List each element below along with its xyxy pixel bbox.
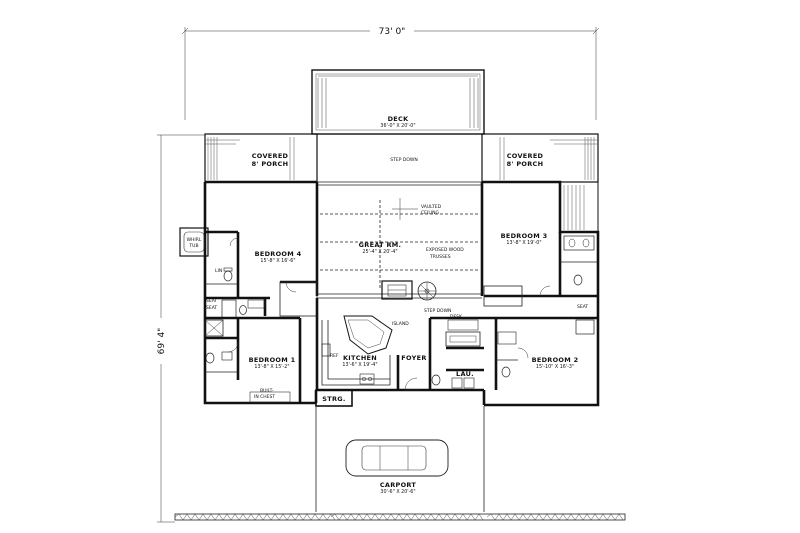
vaulted-line2: CEILING xyxy=(421,210,440,216)
kitchen: REF ISLAND KITCHEN 13'-6" X 19'-4" xyxy=(315,298,409,390)
vaulted-line1: VAULTED xyxy=(421,204,442,210)
foyer-label: FOYER xyxy=(401,354,426,362)
deck-label: DECK xyxy=(388,115,410,123)
tub-line1: WHIRL xyxy=(187,237,202,243)
porch-right-line2: 8' PORCH xyxy=(507,160,544,168)
ref-label: REF xyxy=(330,353,339,359)
great-room: VAULTED CEILING GREAT RM. 25'-4" X 20'-4… xyxy=(315,182,484,301)
exterior-walls xyxy=(203,180,600,407)
step-down-mid: STEP DOWN xyxy=(424,308,451,314)
seat-left2-label: SEAT xyxy=(206,298,217,304)
strg-label: STRG. xyxy=(322,395,345,403)
kitchen-island xyxy=(343,315,393,355)
bath-right: SEAT xyxy=(484,235,598,335)
bedroom-1: BEDROOM 1 13'-8" X 15'-2" BUILT- IN CHES… xyxy=(205,318,302,403)
foyer: FOYER STEP DOWN xyxy=(396,308,451,391)
bedroom-1-label: BEDROOM 1 xyxy=(249,356,296,364)
carport-size: 30'-6" X 20'-6" xyxy=(380,489,415,495)
porch-right-side xyxy=(559,181,599,233)
tub-line2: TUB xyxy=(188,243,198,249)
seat-right-label: SEAT xyxy=(577,304,588,310)
built-in-line1: BUILT- xyxy=(260,388,274,394)
kitchen-size: 13'-6" X 19'-4" xyxy=(342,362,377,368)
kitchen-label: KITCHEN xyxy=(343,354,377,362)
great-room-size: 25'-4" X 20'-4" xyxy=(362,249,397,255)
bedroom-2: BEDROOM 2 15'-10" X 16'-3" xyxy=(494,318,579,390)
storage: STRG. xyxy=(315,389,353,407)
trusses-line1: EXPOSED WOOD xyxy=(426,247,464,253)
deck-size: 36'-0" X 20'-0" xyxy=(380,123,415,129)
width-dimension-label: 73' 0" xyxy=(379,27,406,37)
deck: DECK 36'-0" X 20'-0" xyxy=(311,69,485,135)
depth-dimension-label: 69' 4" xyxy=(157,328,167,355)
bedroom-2-size: 15'-10" X 16'-3" xyxy=(536,364,574,370)
carport-label: CARPORT xyxy=(380,481,417,489)
step-down-top: STEP DOWN xyxy=(390,157,417,163)
lau-label: LAU. xyxy=(456,370,474,378)
bedroom-3-size: 13'-8" X 19'-0" xyxy=(506,240,541,246)
ground-line xyxy=(174,513,626,521)
spiral-stair xyxy=(417,281,437,301)
bedroom-2-label: BEDROOM 2 xyxy=(532,356,579,364)
built-in-line2: IN CHEST xyxy=(254,394,275,400)
porch-right-line1: COVERED xyxy=(507,152,544,160)
great-room-label: GREAT RM. xyxy=(359,241,402,249)
bedroom-1-size: 13'-8" X 15'-2" xyxy=(254,364,289,370)
seat-left-label: SEAT xyxy=(206,305,217,311)
porch-right: COVERED 8' PORCH xyxy=(481,133,599,183)
bedroom-4-size: 15'-8" X 16'-6" xyxy=(260,258,295,264)
fireplace xyxy=(381,280,413,300)
bath-left-upper: WHIRL TUB LIN xyxy=(179,227,238,285)
bedroom-3-label: BEDROOM 3 xyxy=(501,232,548,240)
porch-left-line1: COVERED xyxy=(252,152,289,160)
car-icon xyxy=(345,439,449,477)
desk-label: DESK xyxy=(450,314,463,320)
bedroom-3: BEDROOM 3 13'-8" X 19'-0" xyxy=(483,232,562,307)
overall-depth-dimension: 69' 4" xyxy=(154,134,205,523)
overall-width-dimension: 73' 0" xyxy=(181,25,600,120)
bedroom-4-label: BEDROOM 4 xyxy=(255,250,302,258)
carport: CARPORT 30'-6" X 20'-6" xyxy=(315,406,485,512)
bath-left-middle: SEAT SEAT xyxy=(204,298,300,337)
porch-left-line2: 8' PORCH xyxy=(252,160,289,168)
lin-label: LIN xyxy=(215,268,222,274)
utility-core: DESK LAU. xyxy=(428,314,484,390)
porch-left: COVERED 8' PORCH xyxy=(204,133,318,183)
trusses-line2: TRUSSES xyxy=(429,254,451,260)
island-label: ISLAND xyxy=(392,321,409,327)
